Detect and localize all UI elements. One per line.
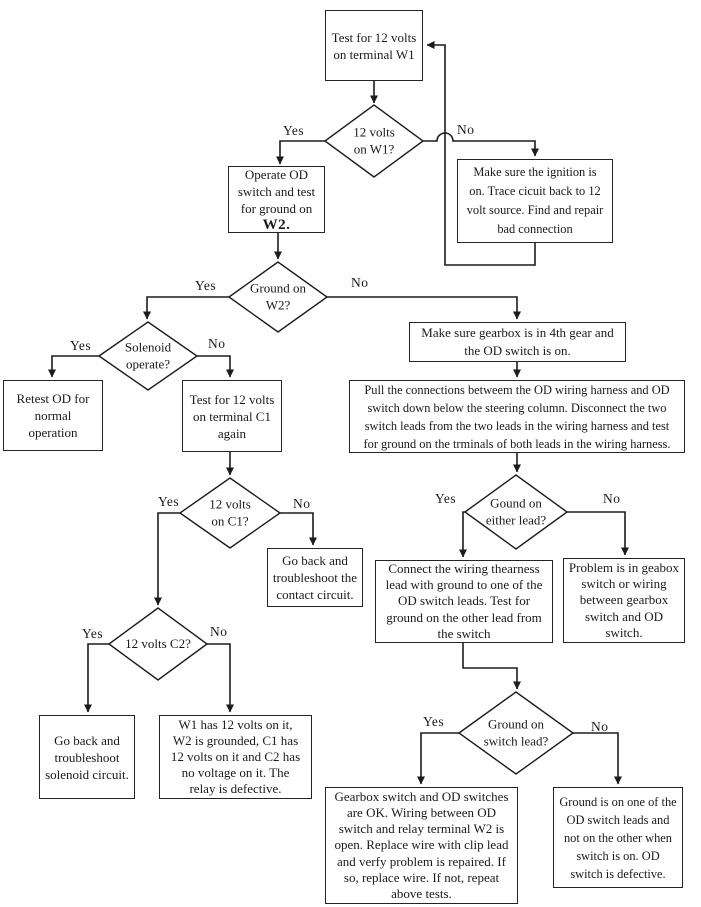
- edge-c2no-to-relaydefective: [207, 643, 234, 713]
- label-solenoid-yes: Yes: [70, 338, 92, 353]
- node-pull-connections-text: Pull the connections betweem the OD wiri…: [363, 382, 671, 451]
- edge-ignition-loopback-to-testw1: [426, 41, 536, 266]
- edge-eitheryes-to-connect: [459, 511, 467, 558]
- node-gearbox-4th-gear: Make sure gearbox is in 4th gear and the…: [409, 322, 626, 362]
- node-od-switch-defective: Ground is on one of the OD switch leads …: [553, 787, 683, 888]
- node-problem-in-gearbox-switch-text: Problem is in geabox switch or wiring be…: [568, 560, 680, 640]
- node-troubleshoot-contact-circuit: Go back and troubleshoot the contact cir…: [267, 548, 363, 607]
- node-operate-od-switch-text: Operate OD switch and test for ground on: [237, 166, 316, 216]
- node-test-c1-again-text: Test for 12 volts on terminal C1 again: [189, 391, 275, 441]
- decision-ground-either-lead-label: Gound on either lead?: [485, 495, 547, 528]
- node-gearbox-4th-gear-text: Make sure gearbox is in 4th gear and the…: [421, 325, 614, 358]
- decision-ground-switch-lead-shape: [457, 691, 575, 775]
- edge-connect-to-switchlead: [462, 643, 521, 690]
- label-c1-yes: Yes: [158, 494, 180, 509]
- decision-12v-w1-label: 12 volts on W1?: [353, 124, 395, 157]
- node-troubleshoot-contact-circuit-text: Go back and troubleshoot the contact cir…: [272, 553, 358, 602]
- label-switch-lead-yes: Yes: [423, 714, 445, 729]
- label-w1-yes: Yes: [283, 123, 305, 138]
- node-retest-od: Retest OD for normal operation: [3, 380, 103, 451]
- decision-solenoid-shape: [97, 321, 199, 391]
- label-either-lead-no: No: [603, 491, 621, 506]
- edge-w2no-to-gearbox4th: [327, 296, 521, 320]
- edge-switchno-to-oddefective: [573, 732, 622, 785]
- label-c2-no: No: [210, 624, 228, 639]
- node-problem-in-gearbox-switch: Problem is in geabox switch or wiring be…: [563, 558, 685, 643]
- node-troubleshoot-solenoid-circuit: Go back and troubleshoot solenoid circui…: [39, 715, 135, 799]
- decision-ground-w2-label: Ground on W2?: [250, 280, 306, 313]
- node-operate-od-switch-terminal: W2.: [262, 216, 291, 233]
- node-connect-harness-lead: Connect the wiring thearness lead with g…: [375, 560, 553, 643]
- edge-switchyes-to-gearboxok: [417, 732, 459, 785]
- node-test-12v-w1-text: Test for 12 volts on terminal W1: [331, 29, 417, 62]
- label-either-lead-yes: Yes: [435, 491, 457, 506]
- edge-w1no-to-ignition: [423, 132, 539, 157]
- label-w1-no: No: [457, 122, 475, 137]
- label-w2-no: No: [351, 275, 369, 290]
- label-switch-lead-no: No: [591, 719, 609, 734]
- node-pull-connections: Pull the connections betweem the OD wiri…: [349, 380, 685, 453]
- decision-12v-c2-label: 12 volts C2?: [125, 635, 191, 651]
- edge-c1no-to-contactcircuit: [280, 512, 317, 546]
- node-connect-harness-lead-text: Connect the wiring thearness lead with g…: [385, 561, 543, 641]
- node-relay-defective-text: W1 has 12 volts on it, W2 is grounded, C…: [170, 716, 301, 797]
- label-c2-yes: Yes: [82, 626, 104, 641]
- decision-12v-c1-shape: [178, 477, 282, 549]
- label-w2-yes: Yes: [195, 278, 217, 293]
- node-test-12v-w1: Test for 12 volts on terminal W1: [325, 10, 423, 81]
- decision-12v-c1-label: 12 volts on C1?: [209, 496, 251, 529]
- edge-w2yes-to-solenoid: [143, 296, 230, 320]
- node-retest-od-text: Retest OD for normal operation: [16, 391, 90, 440]
- edge-c1yes-to-c2decision: [154, 512, 180, 606]
- edge-solenoidyes-to-retest: [48, 355, 99, 378]
- node-check-ignition-text: Make sure the ignition is on. Trace cicu…: [466, 165, 604, 236]
- node-od-switch-defective-text: Ground is on one of the OD switch leads …: [559, 794, 677, 881]
- label-c1-no: No: [293, 496, 311, 511]
- node-gearbox-switches-ok: Gearbox switch and OD switches are OK. W…: [325, 787, 518, 904]
- node-check-ignition: Make sure the ignition is on. Trace cicu…: [457, 159, 613, 243]
- node-operate-od-switch: Operate OD switch and test for ground on…: [228, 166, 325, 233]
- edge-eitherno-to-problemgearbox: [567, 511, 629, 556]
- edge-w1yes-to-operateod: [276, 140, 325, 165]
- decision-solenoid-label: Solenoid operate?: [124, 339, 172, 372]
- edge-c2yes-to-solenoidcircuit: [84, 643, 110, 713]
- decision-12v-c2-shape: [107, 607, 209, 681]
- decision-ground-either-lead-shape: [463, 474, 569, 550]
- edge-solenoidno-to-testc1: [197, 355, 234, 378]
- decision-ground-w2-shape: [227, 261, 329, 333]
- decision-ground-switch-lead-label: Ground on switch lead?: [483, 716, 549, 749]
- node-troubleshoot-solenoid-circuit-text: Go back and troubleshoot solenoid circui…: [45, 732, 129, 782]
- node-gearbox-switches-ok-text: Gearbox switch and OD switches are OK. W…: [334, 788, 509, 902]
- node-relay-defective: W1 has 12 volts on it, W2 is grounded, C…: [159, 715, 312, 799]
- decision-12v-w1-shape: [323, 104, 425, 178]
- label-solenoid-no: No: [208, 336, 226, 351]
- node-test-c1-again: Test for 12 volts on terminal C1 again: [182, 380, 282, 452]
